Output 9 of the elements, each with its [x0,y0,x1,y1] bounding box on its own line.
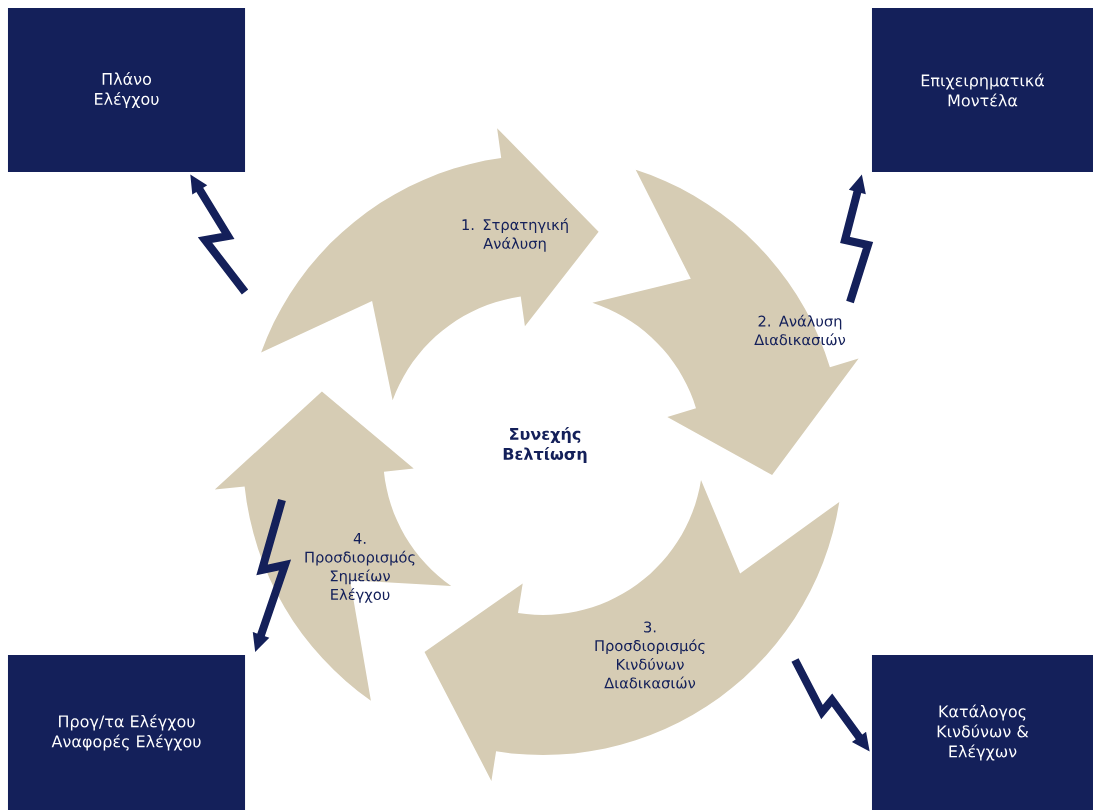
cycle-segment: 4. Προσδιορισμός Σημείων Ελέγχου [214,391,452,701]
center-label: Συνεχής Βελτίωση [503,426,587,464]
text-box: Κατάλογος Κινδύνων & Ελέγχων [871,655,1093,810]
cycle-segment: 2. Ανάλυση Διαδικασιών [592,169,859,475]
text-box: Προγ/τα Ελέγχου Αναφορές Ελέγχου [8,655,246,810]
text-box: Επιχειρηματικά Μοντέλα [871,8,1093,172]
cycle-segment: 3. Προσδιορισμός Κινδύνων Διαδικασιών [424,480,840,781]
cycle-segment: 1. Στρατηγική Ανάλυση [261,128,599,401]
text-box: Πλάνο Ελέγχου [8,8,246,172]
